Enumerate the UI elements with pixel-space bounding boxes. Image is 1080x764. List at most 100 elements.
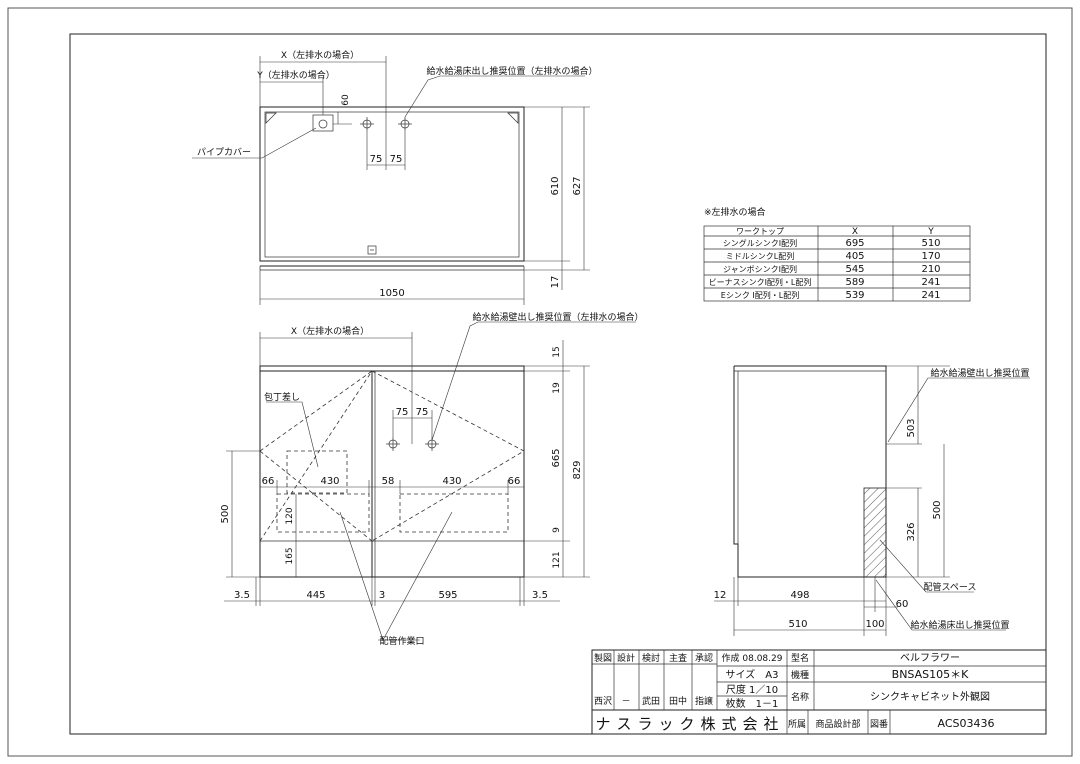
front-dim-3-5-left: 3.5	[234, 590, 250, 601]
front-dim-430-right: 430	[442, 476, 461, 487]
front-dim-445: 445	[306, 590, 325, 601]
role-design: 設計	[617, 652, 635, 664]
type-label: 機種	[791, 669, 809, 681]
front-dim-19: 19	[552, 382, 562, 394]
drawing-no-label: 図番	[870, 718, 888, 730]
side-dim-12: 12	[714, 590, 727, 601]
side-dim-100: 100	[865, 619, 884, 630]
top-view-cabinet-outline	[259, 106, 525, 262]
knife-rack	[286, 450, 348, 494]
front-dim-75-right: 75	[416, 407, 429, 418]
corner-bracket-icon	[265, 112, 277, 124]
front-dim-66-right: 66	[508, 476, 521, 487]
dim-60: 60	[341, 94, 351, 106]
dim-1050: 1050	[379, 288, 404, 299]
front-x-label: X（左排水の場合）	[291, 325, 369, 337]
dim-610: 610	[550, 176, 561, 195]
table-header-x: X	[852, 227, 858, 237]
front-dim-3-5-right: 3.5	[532, 590, 548, 601]
piping-opening-right	[399, 493, 509, 533]
drawing-frame	[69, 33, 1047, 735]
table-row-worktop: シングルシンクI配列	[723, 238, 797, 248]
dept-label: 所属	[788, 719, 806, 730]
scale: 尺度 1／10	[726, 683, 778, 696]
side-dim-510: 510	[788, 619, 807, 630]
side-dim-60: 60	[896, 599, 909, 610]
sheet-border	[7, 7, 1073, 757]
dept-value: 商品設計部	[815, 718, 860, 730]
outlet-crosshair-icon	[386, 437, 400, 451]
table-header-worktop: ワークトップ	[736, 227, 784, 236]
side-dim-498: 498	[790, 590, 809, 601]
front-dim-165: 165	[285, 547, 295, 564]
top-y-label: Y（左排水の場合）	[256, 69, 335, 81]
front-dim-595: 595	[438, 590, 457, 601]
table-row-x: 695	[845, 238, 864, 249]
front-dim-15: 15	[552, 346, 562, 357]
name-drafting: 西沢	[594, 695, 612, 707]
name-design: －	[621, 697, 630, 707]
table-row-worktop: ジャンボシンクI配列	[723, 264, 797, 274]
side-dim-500: 500	[932, 500, 943, 519]
table-row-x: 589	[845, 277, 864, 288]
front-dim-66-left: 66	[262, 476, 275, 487]
paper-size: サイズ A3	[726, 668, 779, 681]
drawing-no-value: ACS03436	[938, 717, 995, 730]
table-row-x: 545	[845, 264, 864, 275]
corner-bracket-icon	[507, 112, 519, 124]
front-dim-75-left: 75	[396, 407, 409, 418]
role-approval: 承認	[695, 652, 713, 664]
top-view: 75 75 60 X（左排水の場合） Y（左排水の場合） 給水給湯床出し推奨位置…	[192, 49, 598, 305]
table-note: ※左排水の場合	[704, 206, 766, 218]
drawing-name-value: シンクキャビネット外観図	[870, 690, 990, 703]
top-x-label: X（左排水の場合）	[281, 49, 359, 61]
name-review: 武田	[642, 695, 660, 707]
drain-icon	[367, 245, 377, 255]
top-floor-outlet-label: 給水給湯床出し推奨位置（左排水の場合）	[426, 65, 597, 77]
front-dim-121: 121	[552, 551, 562, 568]
table-row-y: 241	[921, 277, 940, 288]
side-view-cabinet-outline	[733, 365, 887, 578]
dim-17: 17	[550, 276, 561, 289]
side-wall-outlet-label: 給水給湯壁出し推奨位置	[930, 367, 1029, 379]
type-value: BNSAS105＊K	[892, 668, 969, 681]
table-row-worktop: ビーナスシンクI配列・L配列	[709, 277, 812, 287]
table-row-y: 241	[921, 290, 940, 301]
outlet-crosshair-icon	[360, 117, 374, 131]
outlet-crosshair-icon	[398, 117, 412, 131]
table-row-x: 539	[845, 290, 864, 301]
side-dim-503: 503	[906, 418, 917, 437]
sheet-count: 枚数 1－1	[726, 697, 779, 710]
piping-opening-label: 配管作業口	[379, 635, 424, 647]
role-drafting: 製図	[594, 652, 612, 664]
side-dim-326: 326	[906, 522, 917, 541]
front-dim-829: 829	[572, 460, 583, 479]
front-view-cabinet-outline	[259, 370, 525, 578]
role-review: 検討	[642, 652, 660, 664]
front-view: 75 75 X（左排水の場合） 給水給湯壁出し推奨位置（左排水の場合） 包丁差し…	[220, 311, 644, 647]
pipe-cover-label: パイプカバー	[197, 147, 251, 158]
piping-space	[863, 487, 887, 578]
name-label: 名称	[791, 691, 809, 703]
front-dim-500: 500	[220, 504, 231, 523]
name-approval: 指譲	[695, 695, 713, 707]
front-dim-665: 665	[551, 448, 562, 467]
model-label: 型名	[791, 652, 809, 664]
table-row-y: 510	[921, 238, 940, 249]
model-value: ベルフラワー	[900, 652, 960, 664]
front-dim-3: 3	[379, 590, 385, 601]
front-dim-58: 58	[382, 476, 395, 487]
table-row-worktop: Eシンク I配列・L配列	[721, 290, 799, 300]
dim-627: 627	[572, 176, 583, 195]
table-row-y: 210	[921, 264, 940, 275]
front-dim-430-left: 430	[320, 476, 339, 487]
table-header-y: Y	[927, 227, 934, 237]
drain-position-table: ※左排水の場合 ワークトップ X Y シングルシンクI配列 695 510 ミド…	[703, 206, 971, 302]
table-row-worktop: ミドルシンクL配列	[726, 251, 794, 261]
piping-opening-left	[276, 493, 370, 533]
dim-75-left: 75	[370, 154, 383, 165]
created-date: 作成 08.08.29	[722, 652, 783, 664]
side-view: 503 500 326 給水給湯壁出し推奨位置 配管スペース 給水給湯床出し推奨…	[714, 365, 1030, 636]
front-dim-9: 9	[552, 527, 562, 533]
